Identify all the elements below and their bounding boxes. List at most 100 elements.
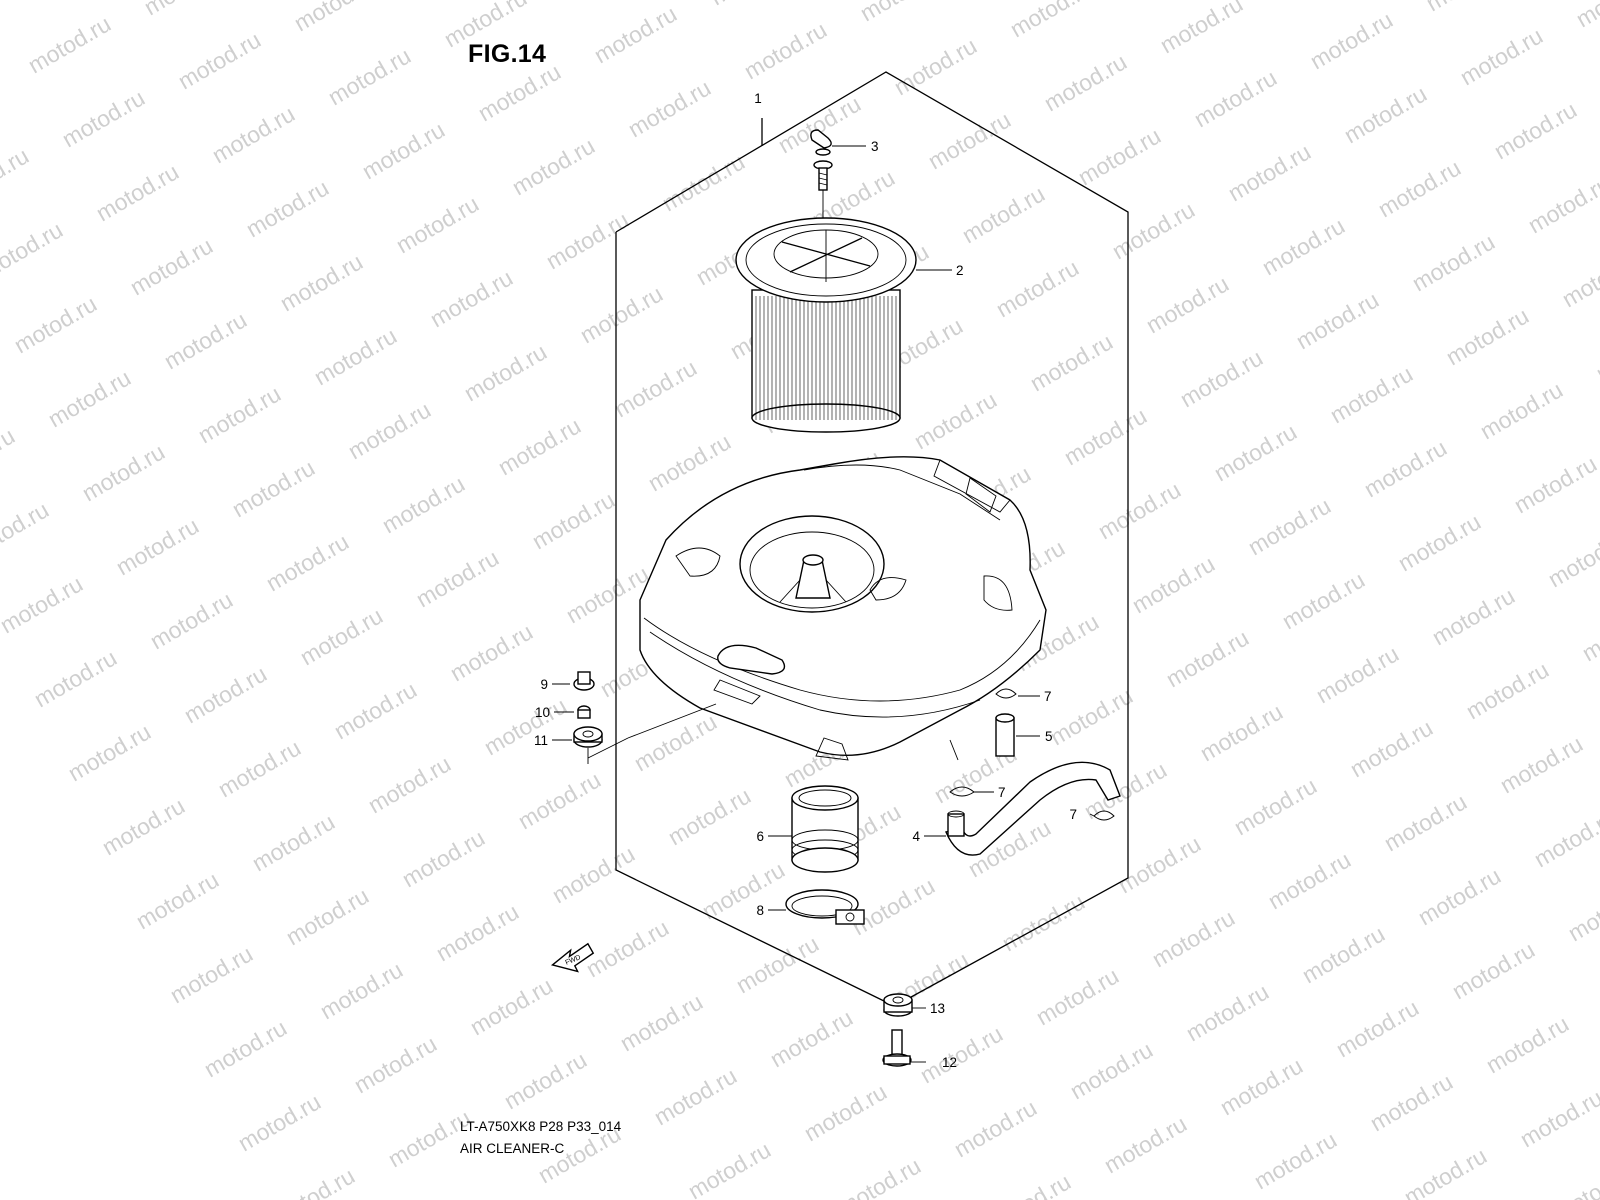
- watermark-text: motod.ru: [92, 158, 184, 226]
- watermark-text: motod.ru: [1516, 1084, 1600, 1152]
- watermark-text: motod.ru: [1298, 920, 1390, 988]
- watermark-text: motod.ru: [200, 1014, 292, 1082]
- watermark-text: motod.ru: [24, 10, 116, 78]
- watermark-text: motod.ru: [1210, 418, 1302, 486]
- watermark-text: motod.ru: [268, 1162, 360, 1200]
- watermark-text: motod.ru: [126, 232, 218, 300]
- watermark-text: motod.ru: [582, 914, 674, 982]
- watermark-text: motod.ru: [800, 1078, 892, 1146]
- watermark-text: motod.ru: [1374, 154, 1466, 222]
- watermark-text: motod.ru: [1128, 550, 1220, 618]
- watermark-text: motod.ru: [480, 692, 572, 760]
- watermark-text: motod.ru: [262, 528, 354, 596]
- watermark-text: motod.ru: [44, 364, 136, 432]
- watermark-text: motod.ru: [344, 396, 436, 464]
- watermark-text: motod.ru: [890, 32, 982, 100]
- watermark-text: motod.ru: [1414, 862, 1506, 930]
- watermark-text: motod.ru: [1524, 170, 1600, 238]
- part-label-2: 2: [956, 263, 964, 278]
- watermark-text: motod.ru: [1142, 270, 1234, 338]
- part-label-7: 7: [1044, 689, 1052, 704]
- watermark-text: motod.ru: [1340, 80, 1432, 148]
- watermark-text: motod.ru: [234, 1088, 326, 1156]
- watermark-text: motod.ru: [528, 486, 620, 554]
- watermark-text: motod.ru: [590, 0, 682, 68]
- watermark-text: motod.ru: [1196, 698, 1288, 766]
- part-label-5: 5: [1045, 729, 1053, 744]
- watermark-text: motod.ru: [992, 254, 1084, 322]
- watermark-text: motod.ru: [1394, 508, 1486, 576]
- watermark-text: motod.ru: [1428, 582, 1520, 650]
- watermark-text: motod.ru: [1046, 682, 1138, 750]
- watermark-text: motod.ru: [1332, 994, 1424, 1062]
- watermark-text: motod.ru: [1292, 286, 1384, 354]
- watermark-text: motod.ru: [1244, 492, 1336, 560]
- watermark-text: motod.ru: [248, 808, 340, 876]
- watermark-text: motod.ru: [166, 940, 258, 1008]
- watermark-text: motod.ru: [1100, 1110, 1192, 1178]
- watermark-text: motod.ru: [1114, 830, 1206, 898]
- watermark-text: motod.ru: [916, 1020, 1008, 1088]
- watermark-text: motod.ru: [1346, 714, 1438, 782]
- watermark-text: motod.ru: [1156, 0, 1248, 58]
- watermark-text: motod.ru: [214, 734, 306, 802]
- part-label-7: 7: [1069, 807, 1077, 822]
- watermark-text: motod.ru: [1530, 804, 1600, 872]
- watermark-text: motod.ru: [1462, 656, 1554, 724]
- watermark-text: motod.ru: [624, 74, 716, 142]
- watermark-text: motod.ru: [542, 206, 634, 274]
- mount-hardware-drawing: [552, 671, 603, 764]
- watermark-text: motod.ru: [412, 544, 504, 612]
- watermark-text: motod.ru: [1544, 524, 1600, 592]
- watermark-text: motod.ru: [1250, 1126, 1342, 1194]
- part-label-12: 12: [942, 1055, 957, 1070]
- watermark-text: motod.ru: [282, 882, 374, 950]
- watermark-text: motod.ru: [228, 454, 320, 522]
- watermark-text: motod.ru: [324, 42, 416, 110]
- watermark-text: motod.ru: [30, 644, 122, 712]
- watermark-text: motod.ru: [774, 90, 866, 158]
- watermark-text: motod.ru: [740, 16, 832, 84]
- watermark-text: motod.ru: [78, 438, 170, 506]
- watermark-text: motod.ru: [1380, 788, 1472, 856]
- watermark-text: motod.ru: [658, 148, 750, 216]
- watermark-text: motod.ru: [984, 1168, 1076, 1200]
- watermark-text: motod.ru: [446, 618, 538, 686]
- watermark-text: motod.ru: [1572, 0, 1600, 32]
- watermark-text: motod.ru: [1264, 846, 1356, 914]
- watermark-text: motod.ru: [910, 386, 1002, 454]
- watermark-text: motod.ru: [310, 322, 402, 390]
- part-label-13: 13: [930, 1001, 945, 1016]
- part-label-6: 6: [756, 829, 764, 844]
- watermark-text: motod.ru: [350, 1030, 442, 1098]
- watermark-text: motod.ru: [1216, 1052, 1308, 1120]
- watermark-text: motod.ru: [706, 0, 798, 10]
- watermark-text: motod.ru: [330, 676, 422, 744]
- watermark-text: motod.ru: [1060, 402, 1152, 470]
- watermark-text: motod.ru: [98, 792, 190, 860]
- watermark-text: motod.ru: [64, 718, 156, 786]
- watermark-text: motod.ru: [1482, 1010, 1574, 1078]
- watermark-text: motod.ru: [194, 380, 286, 448]
- watermark-text: motod.ru: [358, 116, 450, 184]
- watermark-text: motod.ru: [644, 428, 736, 496]
- watermark-text: motod.ru: [378, 470, 470, 538]
- watermark-text: motod.ru: [1366, 1068, 1458, 1136]
- assembly-bracket-outline: [615, 71, 1129, 1003]
- watermark-text: motod.ru: [296, 602, 388, 670]
- watermark-text: motod.ru: [0, 570, 87, 638]
- watermark-text: motod.ru: [140, 0, 232, 20]
- watermark-text: motod.ru: [1476, 376, 1568, 444]
- watermark-text: motod.ru: [276, 248, 368, 316]
- watermark-text: motod.ru: [1558, 244, 1600, 312]
- watermark-text: motod.ru: [1066, 1036, 1158, 1104]
- watermark-text: motod.ru: [1592, 318, 1600, 386]
- watermark-text: motod.ru: [1006, 0, 1098, 42]
- part-label-7: 7: [998, 785, 1006, 800]
- watermark-text: motod.ru: [1148, 904, 1240, 972]
- watermark-text: motod.ru: [616, 988, 708, 1056]
- air-filter-drawing: [735, 217, 952, 433]
- watermark-text: motod.ru: [1422, 0, 1514, 16]
- watermark-text: motod.ru: [242, 174, 334, 242]
